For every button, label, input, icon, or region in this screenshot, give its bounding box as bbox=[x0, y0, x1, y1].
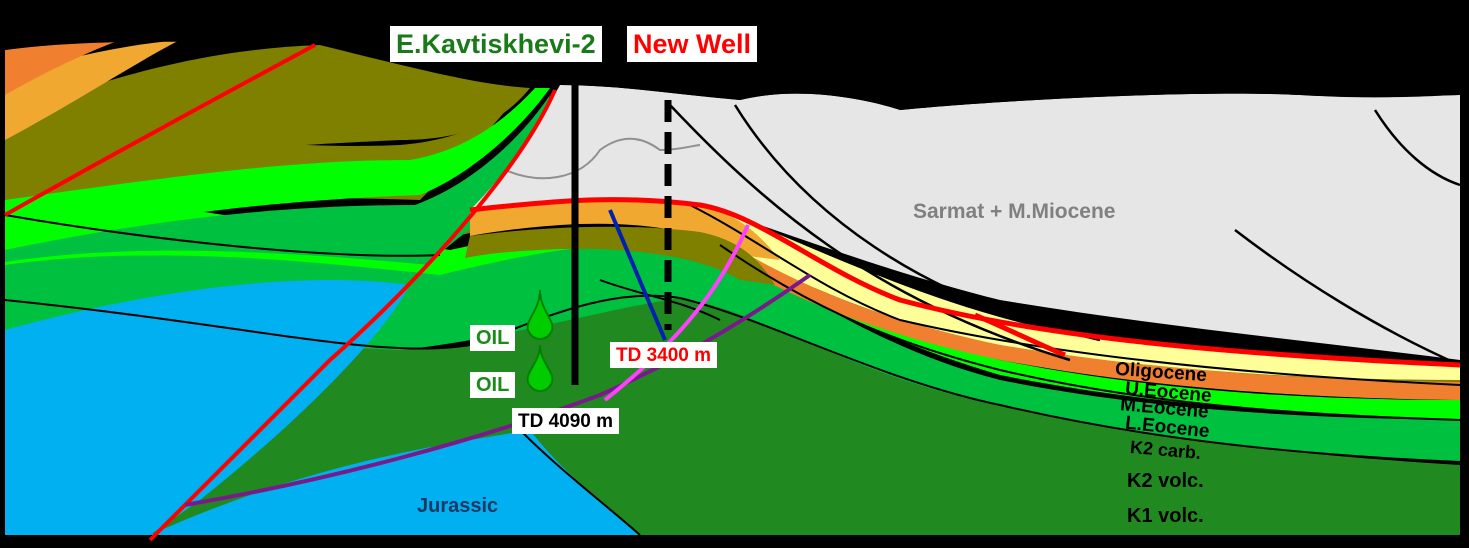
k1-volc-label: K1 volc. bbox=[1127, 505, 1204, 527]
oil-drop-icon bbox=[526, 344, 554, 392]
k2-volc-label: K2 volc. bbox=[1127, 470, 1204, 492]
jurassic-label: Jurassic bbox=[417, 495, 499, 517]
k2-volc-upper bbox=[5, 95, 550, 265]
crest-stripe-1 bbox=[470, 199, 780, 260]
fault-purple bbox=[184, 273, 812, 507]
l-eocene-upper bbox=[5, 45, 530, 190]
existing-well-head bbox=[565, 60, 585, 80]
sarmat-internal-lines bbox=[669, 104, 1461, 367]
u-eocene-layer bbox=[740, 250, 1460, 400]
k2-carb-upper bbox=[5, 88, 550, 245]
existing-well-label: E.Kavtiskhevi-2 bbox=[390, 26, 602, 62]
jurassic-lower bbox=[150, 430, 640, 535]
fault-red-upper bbox=[4, 43, 316, 217]
oil-show-label: OIL bbox=[470, 325, 516, 351]
u-eocene-upper bbox=[5, 40, 120, 95]
sarmat-label: Sarmat + M.Miocene bbox=[913, 200, 1116, 223]
jurassic-layer bbox=[5, 280, 410, 535]
k2-volc-layer bbox=[5, 215, 1460, 462]
gray-horizon bbox=[504, 137, 701, 180]
fault-blue bbox=[608, 209, 667, 341]
new-well-label: New Well bbox=[627, 26, 758, 62]
oil-drop-icon bbox=[526, 289, 554, 340]
fault-red-top bbox=[469, 197, 1461, 368]
crest-stripe-2 bbox=[465, 226, 775, 285]
existing-well-td-label: TD 4090 m bbox=[512, 408, 620, 434]
horizon-lines bbox=[4, 204, 1461, 536]
new-well-td-label: TD 3400 m bbox=[610, 342, 718, 368]
oil-show-label: OIL bbox=[470, 372, 516, 398]
fault-red-main bbox=[148, 89, 557, 542]
fault-magenta bbox=[603, 224, 750, 402]
fault-red-short bbox=[974, 312, 1066, 358]
